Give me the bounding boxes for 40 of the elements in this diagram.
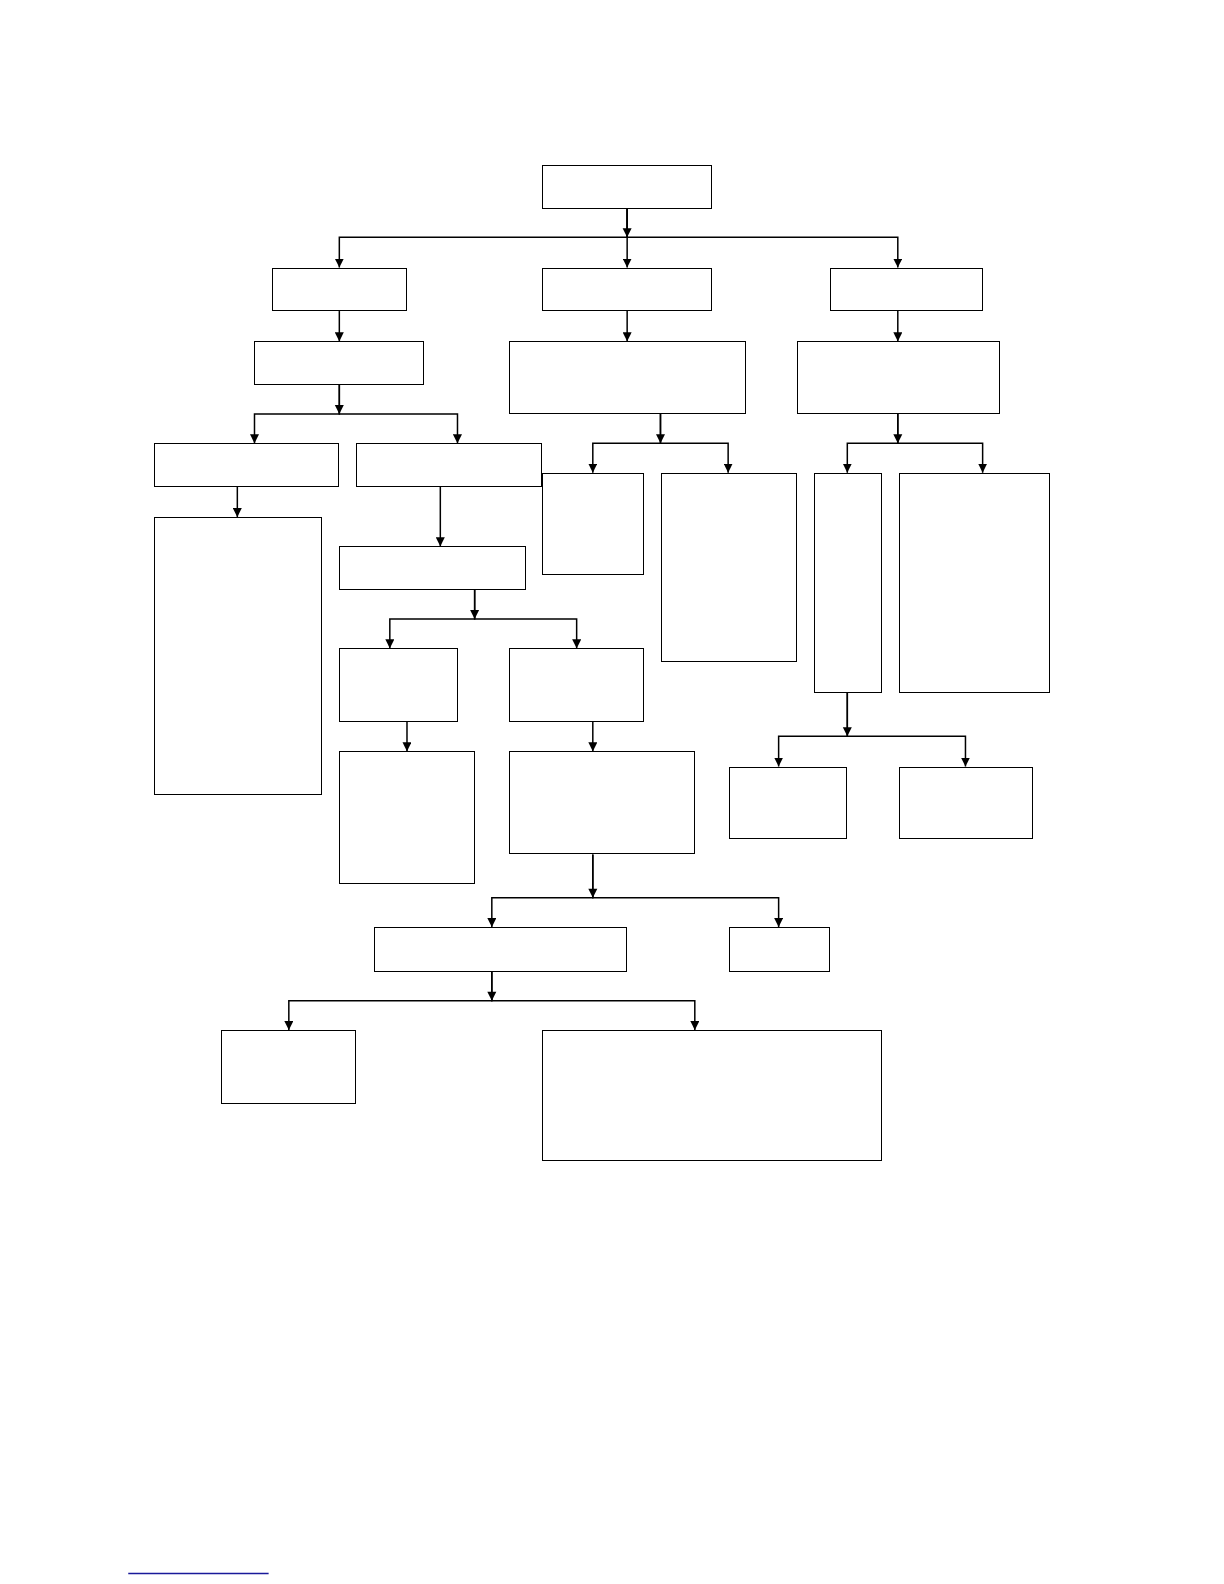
- process-box: [509, 751, 695, 855]
- process-box: [729, 766, 848, 840]
- process-box: [661, 472, 797, 663]
- process-box: [339, 751, 475, 884]
- arrow: [491, 970, 700, 1031]
- arrow: [338, 384, 462, 445]
- process-box: [542, 267, 712, 312]
- process-box: [542, 164, 712, 210]
- process-box: [221, 1030, 357, 1104]
- process-box: [271, 267, 407, 312]
- arrow: [659, 413, 733, 474]
- arrow: [334, 310, 344, 343]
- process-box: [153, 443, 340, 487]
- process-box: [339, 546, 527, 590]
- process-box: [542, 1030, 882, 1162]
- process-box: [830, 267, 983, 312]
- process-box: [542, 472, 645, 575]
- process-box: [356, 443, 543, 487]
- process-box: [509, 341, 747, 415]
- arrow: [435, 486, 445, 548]
- arrow: [622, 310, 632, 343]
- process-box: [373, 927, 628, 972]
- arrow: [893, 310, 903, 343]
- arrow: [588, 721, 598, 753]
- process-box: [796, 341, 1000, 415]
- process-box: [729, 927, 831, 972]
- process-box: [898, 472, 1051, 693]
- process-box: [153, 517, 323, 795]
- process-box: [509, 648, 645, 723]
- process-box: [254, 341, 425, 385]
- arrow: [897, 413, 988, 474]
- process-box: [898, 766, 1034, 840]
- arrow: [846, 692, 970, 768]
- process-box: [339, 648, 459, 723]
- arrow: [232, 486, 242, 518]
- arrow: [473, 589, 582, 650]
- arrow: [402, 721, 412, 753]
- process-box: [813, 472, 882, 693]
- arrow: [592, 853, 784, 928]
- arrow: [626, 208, 903, 269]
